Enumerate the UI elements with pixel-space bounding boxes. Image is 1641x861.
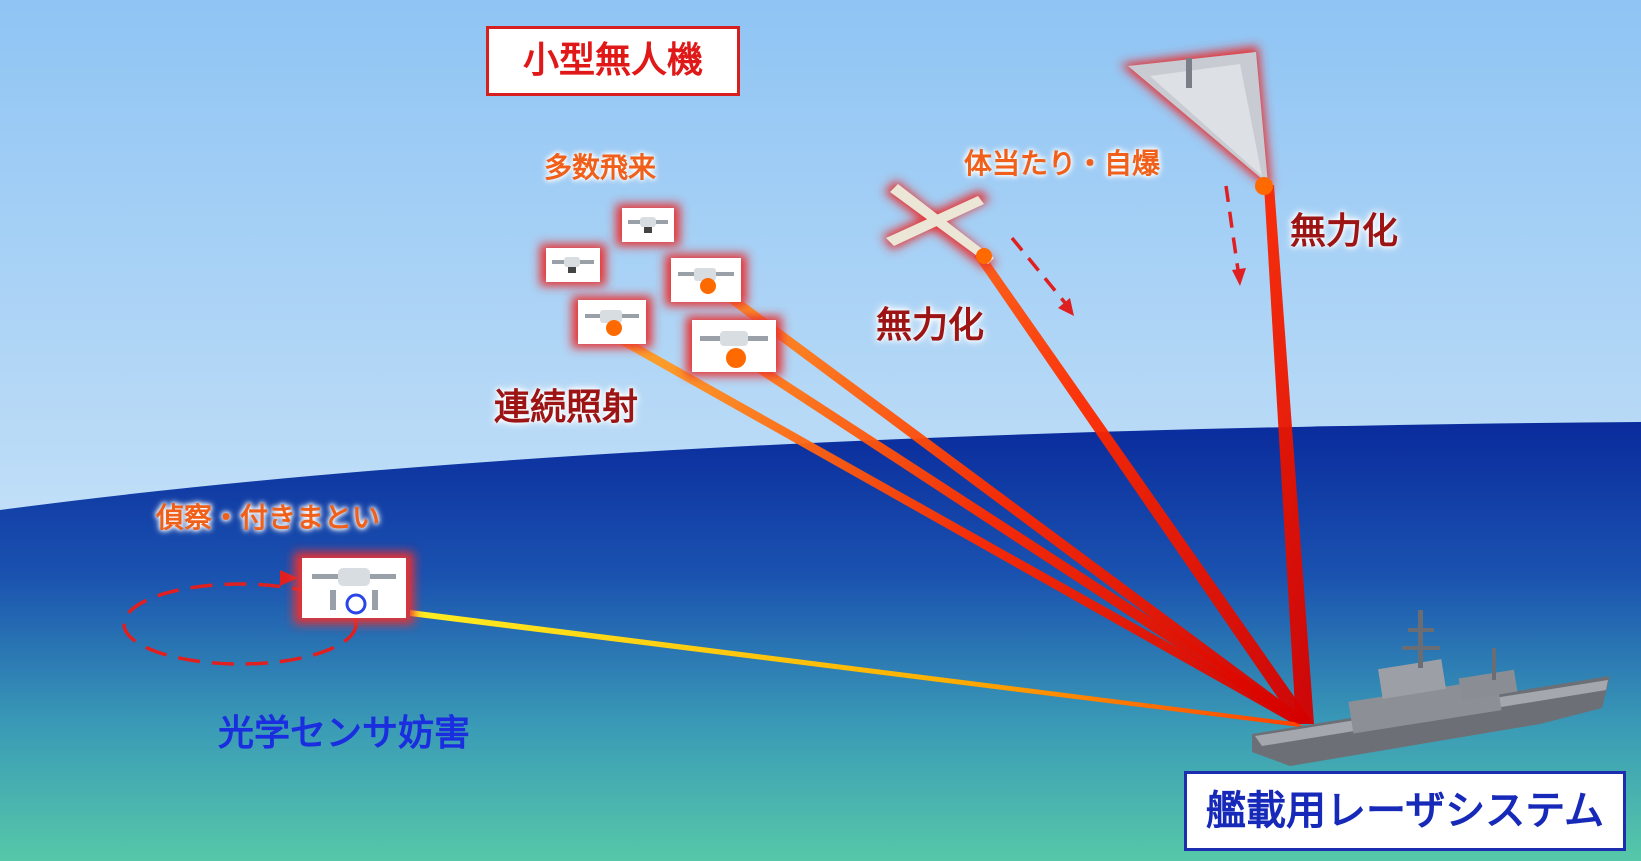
neutralize-label-delta: 無力化 xyxy=(1290,211,1399,252)
laser-beams xyxy=(410,185,1314,728)
impact-burst-icon xyxy=(345,593,367,615)
dazzle-beam xyxy=(410,610,1308,728)
impact-burst-icon xyxy=(976,248,992,264)
quadcopter-drone-icon xyxy=(665,254,747,306)
sea xyxy=(0,422,1641,861)
laser-beam-swarm-3 xyxy=(732,352,1312,724)
quadcopter-drone-icon xyxy=(294,552,414,624)
x-wing-loitering-munition-icon xyxy=(882,180,996,270)
laser-beam-kamikaze xyxy=(974,254,1312,724)
destroyer-ship-icon xyxy=(1252,610,1610,766)
neutralize-label-kamikaze: 無力化 xyxy=(876,305,985,346)
kamikaze-label: 体当たり・自爆 xyxy=(964,147,1161,180)
delta-wing-drone-icon xyxy=(1120,46,1273,195)
quadcopter-drone-icon xyxy=(572,296,652,348)
motion-arrow-delta xyxy=(1224,185,1246,286)
laser-beam-swarm-2 xyxy=(715,288,1310,724)
sensor-jamming-label: 光学センサ妨害 xyxy=(218,713,471,754)
recon-label: 偵察・付きまとい xyxy=(156,501,381,534)
continuous-irradiation-label: 連続照射 xyxy=(494,387,639,428)
impact-burst-icon xyxy=(700,278,716,294)
system-label-box: 艦載用レーザシステム xyxy=(1184,771,1626,851)
impact-burst-icon xyxy=(726,348,746,368)
impact-burst-icon xyxy=(1255,177,1273,195)
swarm-label: 多数飛来 xyxy=(544,151,657,184)
laser-beam-swarm-1 xyxy=(602,330,1310,724)
quadcopter-drone-icon xyxy=(616,204,680,246)
quadcopter-drone-icon xyxy=(686,316,782,376)
motion-arrow-kamikaze xyxy=(1010,236,1074,316)
quadcopter-drone-icon xyxy=(540,244,606,286)
drone-swarm xyxy=(540,204,782,376)
laser-beam-delta xyxy=(1264,185,1314,724)
title-label-small-uav: 小型無人機 xyxy=(486,26,740,96)
impact-burst-icon xyxy=(606,320,622,336)
